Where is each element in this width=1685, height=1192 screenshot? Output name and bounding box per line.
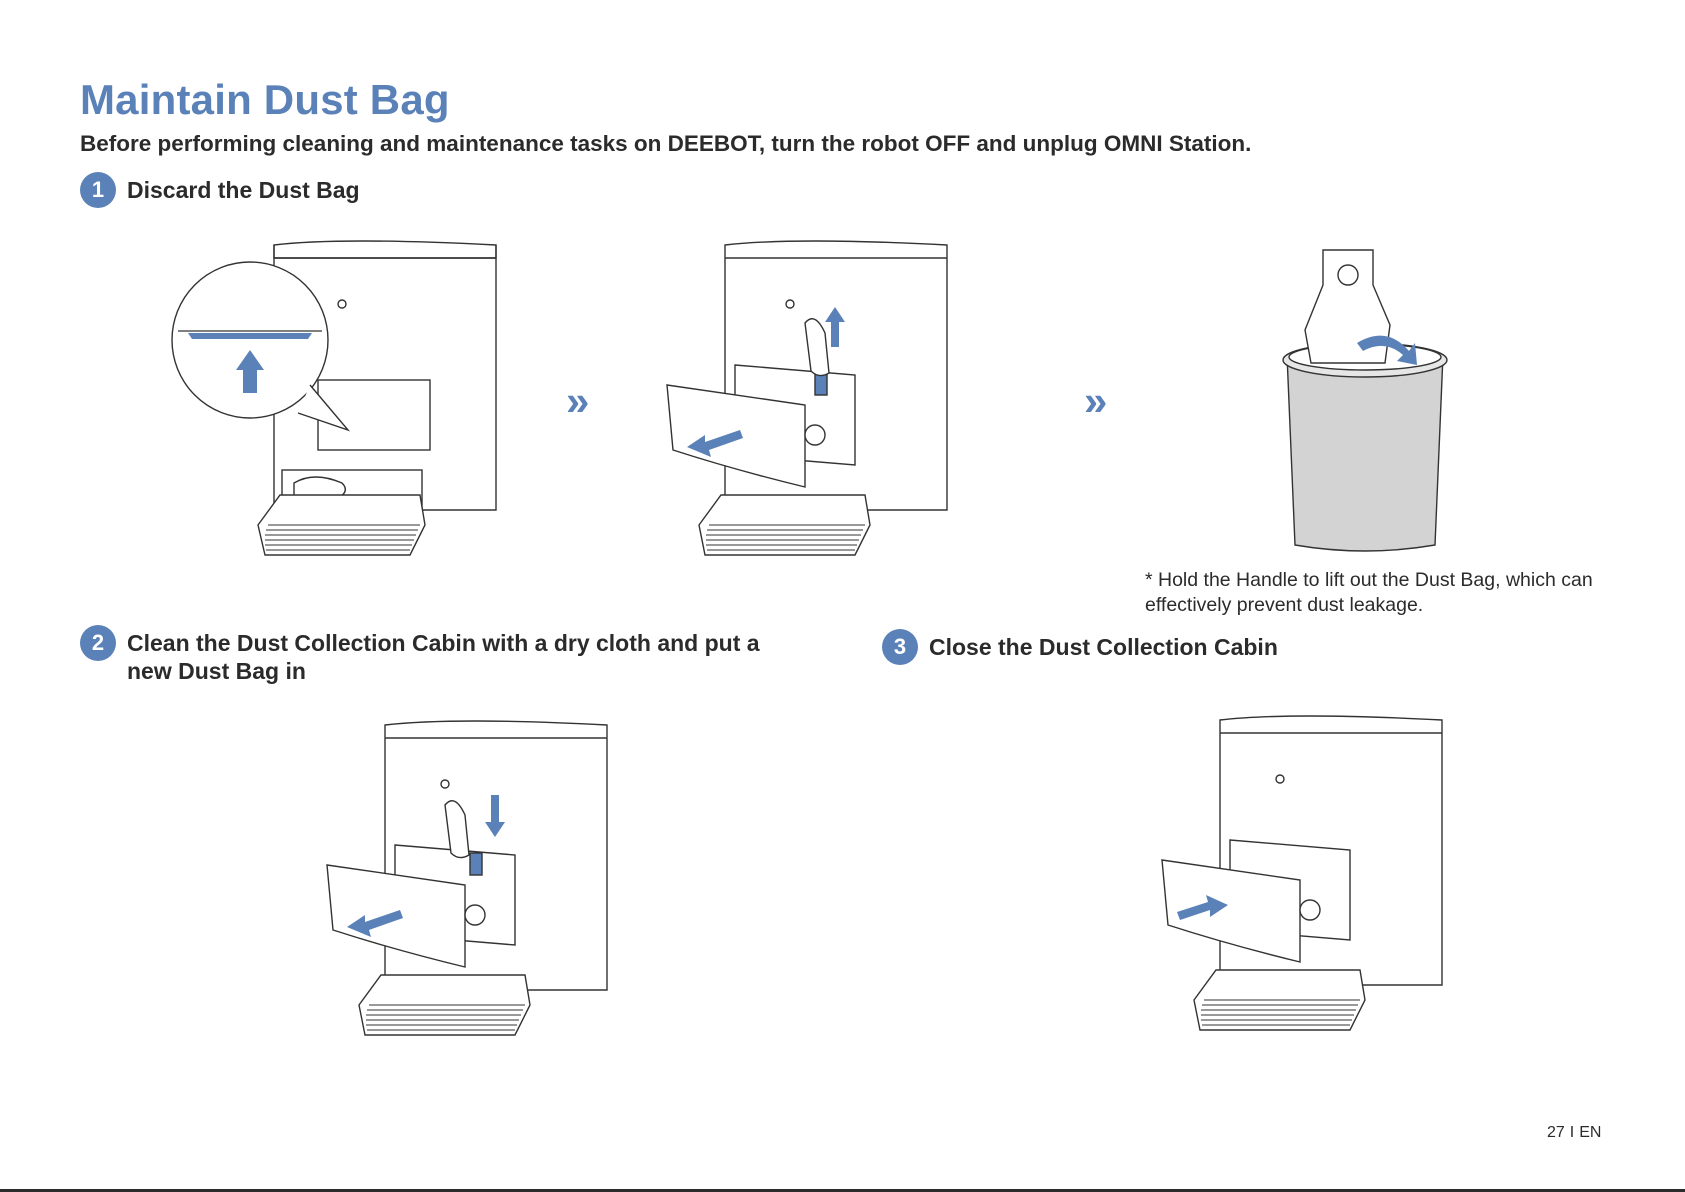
- page-title: Maintain Dust Bag: [80, 76, 450, 123]
- step-number-badge: 2: [80, 625, 116, 661]
- pull-out-arrow-icon: [347, 910, 403, 937]
- language-code: EN: [1579, 1124, 1602, 1141]
- pull-out-arrow-icon: [687, 430, 743, 457]
- step-3-header: 3 Close the Dust Collection Cabin: [882, 629, 1278, 665]
- down-arrow-icon: [485, 795, 505, 837]
- safety-warning: Before performing cleaning and maintenan…: [80, 131, 1252, 156]
- step-1-title: Discard the Dust Bag: [127, 177, 360, 203]
- bottom-rule: [0, 1189, 1685, 1192]
- illustration-bag-into-bin: [1275, 245, 1455, 560]
- double-chevron-right-icon: »: [1084, 377, 1108, 424]
- illustration-open-station-callout: [170, 225, 510, 575]
- push-in-arrow-icon: [1177, 895, 1228, 920]
- double-chevron-right-icon: »: [566, 377, 590, 424]
- step-number-badge: 1: [80, 172, 116, 208]
- footer-separator: I: [1569, 1124, 1575, 1141]
- illustration-insert-new-bag: [325, 705, 625, 1055]
- illustration-close-cabin: [1160, 700, 1460, 1050]
- step-2-header: 2 Clean the Dust Collection Cabin with a…: [80, 625, 800, 685]
- page-number: 27: [1547, 1124, 1565, 1141]
- step-1-header: 1 Discard the Dust Bag: [80, 172, 360, 208]
- rotate-arrow-icon: [1357, 335, 1417, 365]
- illustration-pull-drawer-lift-bag: [665, 225, 965, 575]
- handle-note: * Hold the Handle to lift out the Dust B…: [1145, 569, 1593, 616]
- up-arrow-icon: [825, 307, 845, 347]
- step-number-badge: 3: [882, 629, 918, 665]
- step-3-title: Close the Dust Collection Cabin: [929, 634, 1278, 660]
- step-2-title: Clean the Dust Collection Cabin with a d…: [127, 630, 760, 684]
- up-arrow-icon: [236, 350, 264, 393]
